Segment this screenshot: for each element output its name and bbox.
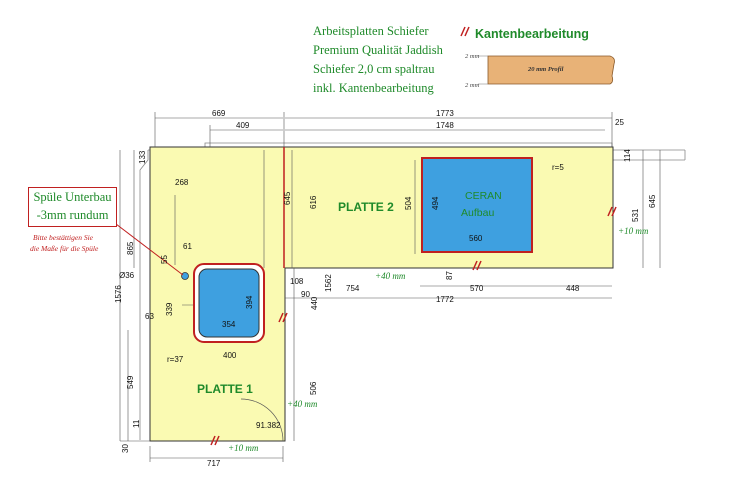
sink-note-line2: -3mm rundum bbox=[36, 208, 109, 222]
dim-645b: 645 bbox=[648, 194, 657, 208]
plate1-label: PLATTE 1 bbox=[197, 382, 253, 396]
dim-1748: 1748 bbox=[436, 121, 454, 130]
dim-440: 440 bbox=[310, 296, 319, 310]
dim-560: 560 bbox=[469, 234, 483, 243]
dim-87: 87 bbox=[445, 271, 454, 280]
dim-r37: r=37 bbox=[167, 355, 184, 364]
sink-confirm-line2: die Maße für die Spüle bbox=[30, 244, 99, 253]
dim-55: 55 bbox=[160, 255, 169, 264]
dim-504: 504 bbox=[404, 196, 413, 210]
sink-note-line1: Spüle Unterbau bbox=[33, 190, 112, 204]
dim-108: 108 bbox=[290, 277, 304, 286]
dim-354: 354 bbox=[222, 320, 236, 329]
dim-114: 114 bbox=[623, 149, 632, 162]
plate2-label: PLATTE 2 bbox=[338, 200, 394, 214]
dim-494: 494 bbox=[431, 196, 440, 210]
header-line4: inkl. Kantenbearbeitung bbox=[313, 81, 434, 95]
sink-note-box: Spüle Unterbau -3mm rundum bbox=[28, 187, 117, 227]
dim-865: 865 bbox=[126, 241, 135, 255]
dim-36: Ø36 bbox=[119, 271, 135, 280]
dim-63: 63 bbox=[145, 312, 154, 321]
dim-339: 339 bbox=[165, 302, 174, 316]
dim-11: 11 bbox=[132, 419, 141, 428]
header-line2: Premium Qualität Jaddish bbox=[313, 43, 443, 57]
dim-616: 616 bbox=[309, 195, 318, 209]
edge-label-4: +10 mm bbox=[228, 443, 259, 453]
edge-label-1: +40 mm bbox=[375, 271, 406, 281]
dim-669: 669 bbox=[212, 109, 226, 118]
header-line3: Schiefer 2,0 cm spaltrau bbox=[313, 62, 435, 76]
dim-90: 90 bbox=[301, 290, 310, 299]
thickness-top-label: 2 mm bbox=[465, 53, 480, 60]
cooktop-line1: CERAN bbox=[465, 190, 502, 202]
edge-marks bbox=[210, 26, 617, 446]
dim-30: 30 bbox=[121, 444, 130, 453]
header-line1: Arbeitsplatten Schiefer bbox=[313, 24, 429, 38]
dim-448: 448 bbox=[566, 284, 580, 293]
cooktop-line2: Aufbau bbox=[461, 207, 494, 219]
dim-1576: 1576 bbox=[114, 285, 123, 303]
dim-25: 25 bbox=[615, 118, 624, 127]
dim-1773: 1773 bbox=[436, 109, 454, 118]
dim-61: 61 bbox=[183, 242, 192, 251]
dim-1562: 1562 bbox=[324, 274, 333, 292]
dim-400: 400 bbox=[223, 351, 237, 360]
dim-409: 409 bbox=[236, 121, 250, 130]
dim-717: 717 bbox=[207, 459, 221, 468]
faucet-hole-icon bbox=[181, 272, 189, 280]
dim-1772: 1772 bbox=[436, 295, 454, 304]
thickness-bottom-label: 2 mm bbox=[465, 82, 480, 89]
dim-91382: 91.382 bbox=[256, 421, 281, 430]
dim-394: 394 bbox=[245, 295, 254, 309]
cooktop-cutout bbox=[421, 157, 533, 253]
legend-title: Kantenbearbeitung bbox=[475, 27, 589, 41]
dim-506: 506 bbox=[309, 381, 318, 395]
edge-label-3: +10 mm bbox=[618, 226, 649, 236]
sink-leader-line bbox=[115, 223, 184, 276]
door-swing-arc bbox=[240, 398, 284, 442]
dim-570: 570 bbox=[470, 284, 484, 293]
profile-label: 20 mm Profil bbox=[527, 66, 564, 73]
dim-645a: 645 bbox=[283, 191, 292, 205]
sink-confirm-line1: Bitte bestättigen Sie bbox=[33, 233, 93, 242]
dimension-labels: 669 409 1773 1748 25 268 645 616 504 494… bbox=[114, 109, 657, 468]
dim-531: 531 bbox=[631, 208, 640, 222]
dim-268: 268 bbox=[175, 178, 189, 187]
sink-basin bbox=[198, 268, 260, 338]
dim-754: 754 bbox=[346, 284, 360, 293]
dim-549: 549 bbox=[126, 375, 135, 389]
dimension-lines bbox=[119, 112, 661, 462]
edge-profile-shape bbox=[487, 55, 615, 85]
edge-label-2: +40 mm bbox=[287, 399, 318, 409]
dim-133: 133 bbox=[138, 150, 147, 164]
dim-r5: r=5 bbox=[552, 163, 564, 172]
